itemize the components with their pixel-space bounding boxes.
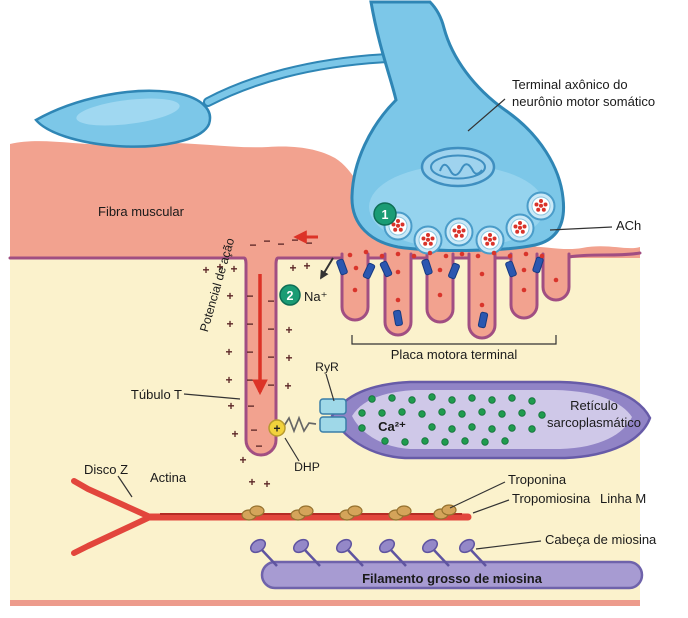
charge-plus: +: [226, 317, 233, 331]
label-dhp: DHP: [294, 460, 320, 474]
charge-plus: +: [202, 263, 209, 277]
step-2-badge: 2: [279, 284, 301, 306]
charge-plus: +: [226, 289, 233, 303]
charge-minus: −: [291, 233, 298, 247]
pointer-z-disc: [117, 475, 133, 498]
pointer-t-tubule: [183, 393, 241, 400]
ryr-channel: [319, 398, 347, 433]
axon-branch-highlight: [76, 98, 180, 126]
charge-plus: +: [263, 477, 270, 491]
label-m-line: Linha M: [600, 491, 646, 506]
label-axon-terminal-line1: Terminal axônico do: [512, 77, 628, 92]
pointer-tropomyosin: [472, 499, 510, 514]
charge-minus: −: [267, 294, 274, 308]
sarcolemma-membrane: [8, 256, 334, 457]
mitochondrion: [420, 146, 496, 188]
charge-minus: −: [267, 322, 274, 336]
synaptic-vesicle: [505, 213, 535, 243]
charge-minus: −: [247, 399, 254, 413]
step-1-badge: 1: [373, 202, 397, 226]
charge-minus: −: [263, 234, 270, 248]
label-troponin: Troponina: [508, 472, 567, 487]
charge-plus: +: [284, 379, 291, 393]
label-axon-terminal-line2: neurônio motor somático: [512, 94, 655, 109]
label-ryr: RyR: [315, 360, 339, 374]
label-z-disc: Disco Z: [84, 462, 128, 477]
label-calcium: Ca²⁺: [378, 419, 406, 434]
pointer-ryr: [325, 373, 335, 402]
label-sr-line2: sarcoplasmático: [547, 415, 641, 430]
label-muscle-fiber: Fibra muscular: [98, 204, 185, 219]
charge-minus: −: [255, 439, 262, 453]
label-tropomyosin: Tropomiosina: [512, 491, 591, 506]
sodium-entry-arrow: [320, 257, 334, 280]
label-actin: Actina: [150, 470, 187, 485]
label-thick-filament: Filamento grosso de miosina: [362, 571, 543, 586]
dhp-receptor: +: [268, 419, 286, 437]
motor-neuron: [34, 0, 566, 255]
dhp-plus-sign: +: [273, 422, 280, 436]
charge-plus: +: [225, 373, 232, 387]
label-t-tubule: Túbulo T: [131, 387, 182, 402]
pointer-myosin-head: [475, 540, 542, 550]
axon-branch-core: [205, 55, 391, 105]
sr-lumen: [352, 390, 632, 449]
label-myosin-head: Cabeça de miosina: [545, 532, 657, 547]
charge-plus: +: [285, 351, 292, 365]
charge-plus: +: [216, 260, 223, 274]
ach-molecules: [347, 249, 559, 308]
label-ach: ACh: [616, 218, 641, 233]
axon-branch: [203, 53, 393, 107]
step-1-number: 1: [382, 208, 389, 222]
charge-minus: −: [246, 345, 253, 359]
end-plate-bracket: [351, 335, 557, 345]
synaptic-vesicle: [475, 225, 505, 255]
terminal-inner-shading: [369, 165, 545, 249]
charge-plus: +: [285, 323, 292, 337]
pointer-dhp: [284, 437, 300, 462]
synaptic-vesicle: [526, 191, 556, 221]
charge-minus: −: [246, 373, 253, 387]
mitochondrion-cristae: [439, 163, 483, 176]
charge-minus: −: [277, 237, 284, 251]
charge-minus: −: [305, 236, 312, 250]
synaptic-vesicle: [444, 217, 474, 247]
surface-membrane-right: [567, 251, 642, 259]
figure-bottom-edge: [10, 600, 640, 606]
step-2-number: 2: [287, 289, 294, 303]
charge-plus: +: [303, 259, 310, 273]
charge-plus: +: [231, 427, 238, 441]
extracellular-region: [10, 141, 640, 258]
sarcoplasmic-reticulum: Ca²⁺: [330, 380, 652, 460]
synaptic-vesicle: [413, 225, 443, 255]
charge-minus: −: [249, 238, 256, 252]
charge-plus: +: [230, 262, 237, 276]
calcium-ions: [358, 393, 546, 446]
pointer-ach: [549, 226, 613, 231]
charge-plus: +: [239, 453, 246, 467]
charge-plus: +: [225, 345, 232, 359]
label-sodium: Na⁺: [304, 289, 327, 304]
charge-minus: −: [246, 317, 253, 331]
thick-filament: [260, 560, 644, 590]
label-motor-end-plate: Placa motora terminal: [391, 347, 518, 362]
dhp-ryr-linker: [283, 415, 317, 434]
charge-minus: −: [267, 350, 274, 364]
charge-minus: −: [267, 378, 274, 392]
pointer-terminal: [467, 98, 506, 132]
pointer-troponin: [449, 481, 506, 509]
charge-minus: −: [246, 289, 253, 303]
label-sr-line1: Retículo: [570, 398, 618, 413]
charge-plus: +: [248, 475, 255, 489]
charge-plus: +: [227, 399, 234, 413]
charge-minus: −: [250, 423, 257, 437]
charge-plus: +: [289, 261, 296, 275]
